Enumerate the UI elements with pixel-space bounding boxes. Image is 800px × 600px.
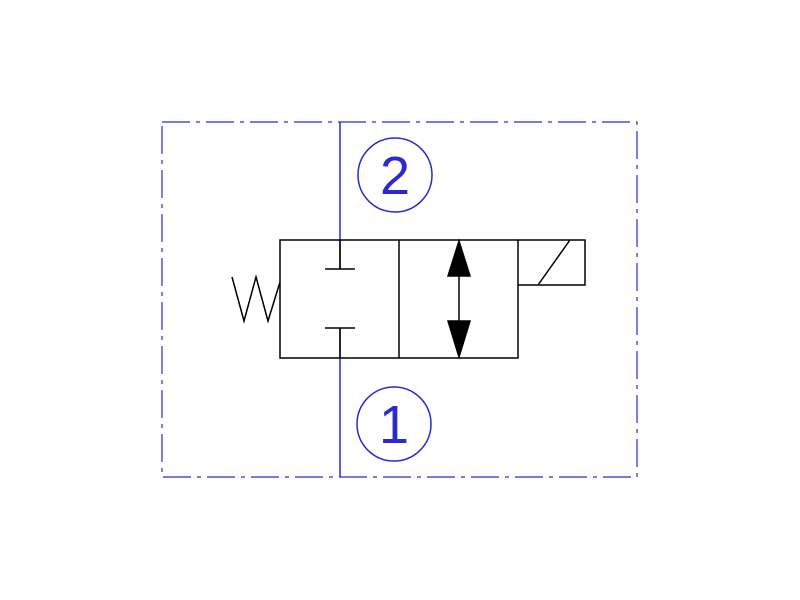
spring-return-icon [231,274,281,324]
solenoid-actuator-icon [518,239,586,286]
port-1-label: 1 [379,395,409,455]
bidirectional-flow-arrow-icon [446,238,472,360]
port-1-marker: 1 [356,386,432,462]
port-2-label: 2 [380,146,410,206]
valve-body [279,239,519,359]
blocked-port-symbol [325,240,355,358]
cartridge-boundary [161,121,638,478]
port-2-marker: 2 [357,137,433,213]
